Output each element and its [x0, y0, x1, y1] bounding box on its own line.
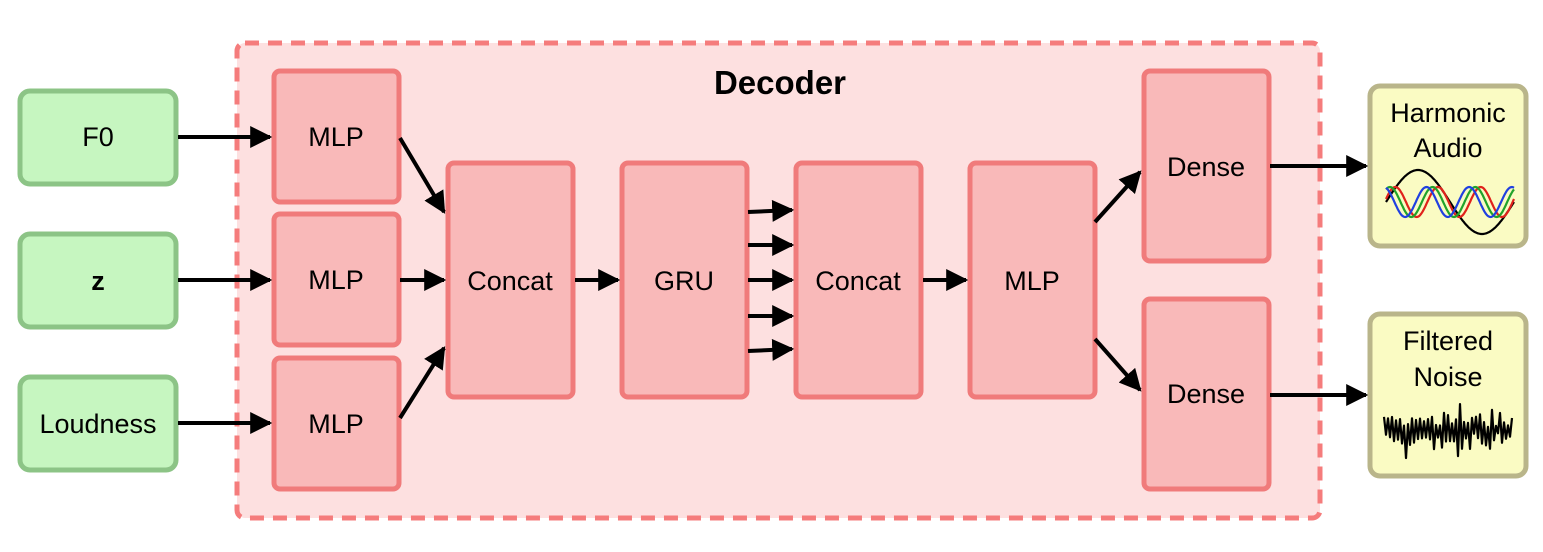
decoder-title: Decoder — [714, 64, 846, 101]
arrow-mlp-f0-to-concat — [398, 136, 446, 214]
concat-block-2: Concat — [793, 160, 924, 400]
mlp-z-block: MLP — [271, 211, 402, 348]
sine-waves-icon — [1385, 168, 1515, 236]
mlp-f0-block: MLP — [271, 68, 402, 205]
sine-wave-harmonic-blue — [1385, 185, 1515, 219]
noise-label-line1: Filtered — [1403, 326, 1493, 356]
noise-waveform-icon — [1382, 403, 1514, 460]
arrow-mlp-to-dense-noise — [1093, 337, 1142, 392]
input-f0-label: F0 — [82, 122, 114, 152]
concat-label-1: Concat — [467, 266, 553, 296]
mlp-f0-label: MLP — [308, 122, 364, 152]
input-loudness: Loudness — [17, 374, 179, 473]
sine-wave-harmonic-green — [1385, 185, 1515, 219]
mlp-loudness-label: MLP — [308, 409, 364, 439]
dense-noise-label: Dense — [1167, 379, 1245, 409]
arrows — [178, 126, 1369, 434]
harmonic-label-line1: Harmonic — [1390, 98, 1506, 128]
output-harmonic-audio: Harmonic Audio — [1367, 83, 1529, 249]
mlp-out-label: MLP — [1004, 266, 1060, 296]
sine-wave-harmonic-red — [1385, 185, 1515, 219]
dense-harmonic-label: Dense — [1167, 152, 1245, 182]
concat-block-1: Concat — [445, 160, 576, 400]
dense-noise-block: Dense — [1141, 296, 1272, 492]
mlp-z-label: MLP — [308, 265, 364, 295]
arrow-gru-to-concat-5 — [747, 338, 795, 361]
input-f0: F0 — [17, 88, 179, 187]
gru-block: GRU — [619, 160, 750, 400]
arrow-gru-to-concat-1 — [747, 199, 795, 222]
sine-wave-fundamental — [1385, 168, 1515, 236]
arrow-mlp-loudness-to-concat — [398, 346, 446, 420]
dense-harmonic-block: Dense — [1141, 68, 1272, 264]
input-loudness-label: Loudness — [39, 409, 156, 439]
input-z-label: z — [91, 266, 105, 296]
concat-label-2: Concat — [815, 266, 901, 296]
gru-label: GRU — [654, 266, 714, 296]
mlp-out-block: MLP — [967, 160, 1098, 400]
mlp-loudness-block: MLP — [271, 355, 402, 492]
arrow-mlp-to-dense-harmonic — [1093, 170, 1142, 224]
harmonic-label-line2: Audio — [1413, 133, 1482, 163]
output-filtered-noise: Filtered Noise — [1367, 311, 1529, 479]
noise-label-line2: Noise — [1413, 362, 1482, 392]
input-z: z — [17, 231, 179, 330]
